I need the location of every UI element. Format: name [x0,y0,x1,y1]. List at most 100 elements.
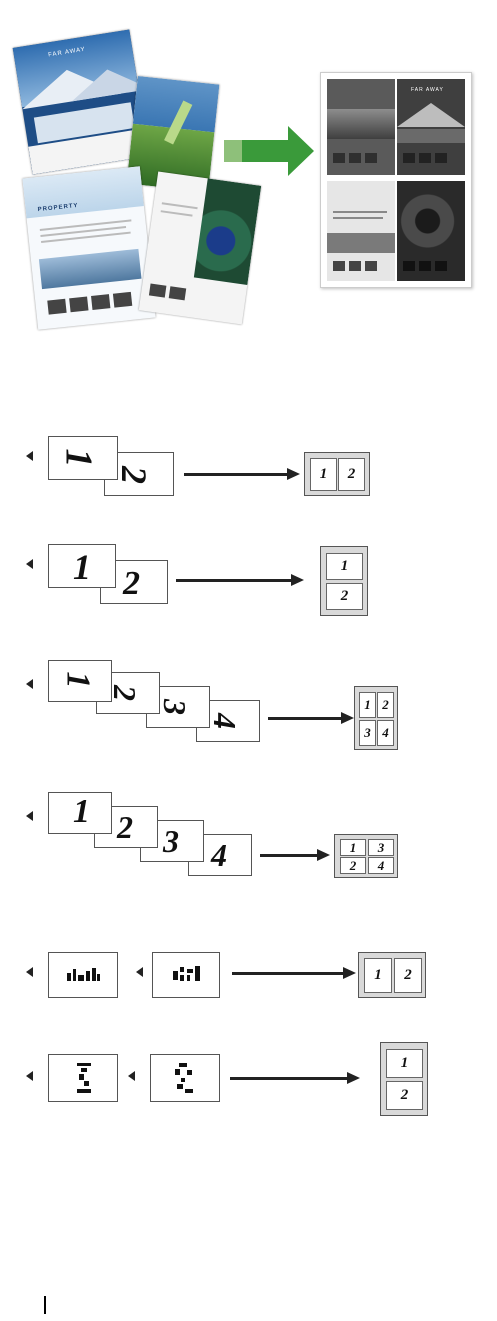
brochure-property-thumb-2 [69,296,89,313]
result-cell: 1 [364,958,392,993]
result-cell: 1 [310,458,337,491]
scan-fragment-icon [75,1063,93,1100]
bullet-icon [26,1071,33,1081]
bullet-icon [26,679,33,689]
result-q2-band [397,129,465,143]
arrow-head [343,967,356,979]
result-cell: 2 [338,458,365,491]
page-number: 4 [207,713,243,729]
arrow-head [287,468,300,480]
source-page [152,952,220,998]
brochure-peacock-thumb-1 [148,283,167,298]
page-number: 2 [123,565,140,602]
result-cell: 4 [377,720,394,746]
source-page [48,1054,118,1102]
source-page: 1 [48,544,116,588]
result-q3-thumb-1 [333,261,345,271]
result-quadrant-4 [397,181,465,281]
result-quadrant-2: FAR AWAY [397,79,465,175]
result-q4-thumb-3 [435,261,447,271]
brochure-peacock-line-2 [160,210,193,217]
result-q3-photo [327,233,395,253]
arrow [184,473,288,476]
brochure-property-thumb-4 [112,291,133,308]
result-q1-photo [327,109,395,139]
result-q1-thumb-2 [349,153,361,163]
bullet-icon [128,1071,135,1081]
brochure-peacock-line-1 [161,202,198,210]
page-number: 3 [163,823,179,859]
result-sheet: 1 2 [304,452,370,496]
brochure-property-thumb-1 [47,298,67,315]
result-cell: 1 [359,692,376,718]
result-q1-thumb-1 [333,153,345,163]
brochure-peacock-thumb-2 [168,286,187,301]
nup-illustration: FAR AWAY PROPERTY [0,0,497,340]
page-number: 3 [157,699,193,715]
result-q1-thumb-3 [365,153,377,163]
arrow [260,854,318,857]
arrow-head [341,712,354,724]
page-number: 2 [114,466,154,484]
result-sheet: 1 2 [380,1042,428,1116]
result-cell: 2 [394,958,422,993]
result-sheet: 1 2 [358,952,426,998]
result-cell: 2 [340,857,366,874]
result-cell: 4 [368,857,394,874]
arrow-head [291,574,304,586]
result-q4-thumb-2 [419,261,431,271]
result-q2-mountains [397,103,465,127]
footer-margin-mark [44,1296,46,1314]
result-cell: 2 [386,1081,423,1110]
scan-fragment-icon [175,1063,195,1100]
result-cell: 3 [368,839,394,856]
arrow [230,1077,348,1080]
source-page: 2 [94,806,158,848]
result-q2-thumb-1 [403,153,415,163]
result-q2-thumb-3 [435,153,447,163]
brochure-property: PROPERTY [22,166,156,330]
source-page: 1 [48,792,112,834]
result-title: FAR AWAY [411,87,444,93]
result-sheet: 1 2 [320,546,368,616]
result-cell: 2 [377,692,394,718]
result-q3-thumb-2 [349,261,361,271]
page-number: 2 [107,685,143,701]
source-page [48,952,118,998]
arrow-head [317,849,330,861]
arrow [176,579,292,582]
source-page: 1 [48,436,118,480]
page-number: 1 [73,547,91,587]
bullet-icon [26,811,33,821]
result-q3-line-1 [333,211,387,213]
result-sheet: FAR AWAY [320,72,472,288]
brochure-property-photo [38,248,142,290]
result-quadrant-1 [327,79,395,175]
source-page [150,1054,220,1102]
arrow [268,717,342,720]
result-quadrant-3 [327,181,395,281]
source-page: 1 [48,660,112,702]
result-sheet: 1 3 2 4 [334,834,398,878]
bullet-icon [26,967,33,977]
green-arrow-icon [224,124,314,178]
result-cell: 1 [386,1049,423,1078]
result-q2-thumb-2 [419,153,431,163]
page-number: 2 [117,809,133,845]
page-number: 1 [73,793,90,830]
result-cell: 1 [340,839,366,856]
result-cell: 1 [326,553,363,580]
page-number: 4 [211,837,227,873]
result-cell: 3 [359,720,376,746]
arrow [232,972,344,975]
page-number: 1 [59,671,97,689]
brochure-property-thumb-3 [91,294,111,310]
bullet-icon [26,559,33,569]
brochure-peacock [138,171,262,325]
result-q3-thumb-3 [365,261,377,271]
scan-fragment-icon [67,967,101,988]
brochure-peacock-photo [193,178,262,285]
source-page: 4 [196,700,260,742]
result-q4-thumb-1 [403,261,415,271]
result-q3-line-2 [333,217,383,219]
